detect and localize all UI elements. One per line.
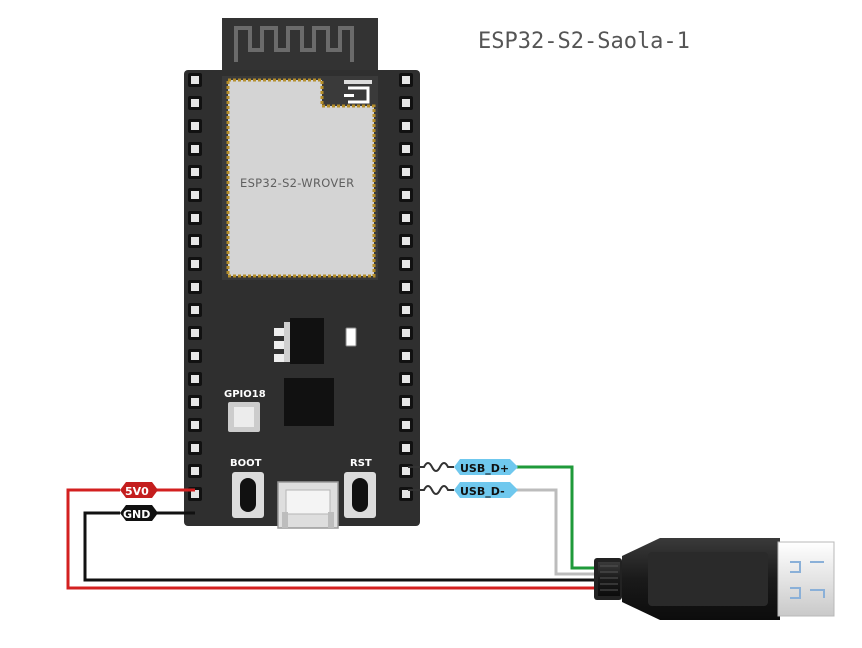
left-header-pin-pad <box>191 398 199 406</box>
right-header-pin-pad <box>402 375 410 383</box>
right-header-pin-pad <box>402 352 410 360</box>
d-plus-tag: USB_D+ <box>454 459 518 475</box>
d-minus-tag: USB_D- <box>454 482 518 498</box>
d-plus-tag-label: USB_D+ <box>460 462 509 475</box>
right-header-pin-pad <box>402 145 410 153</box>
module-label: ESP32-S2-WROVER <box>240 176 354 190</box>
espressif-logo-icon <box>344 80 372 104</box>
right-header-pin-pad <box>402 421 410 429</box>
wrover-module: ESP32-S2-WROVER <box>222 76 378 280</box>
right-header-pin-pad <box>402 168 410 176</box>
boot-label: BOOT <box>230 458 262 469</box>
wifi-antenna-icon <box>234 26 354 62</box>
vcc-tag: 5V0 <box>120 482 158 498</box>
rgb-led-lens <box>234 407 254 427</box>
right-header-pin-pad <box>402 122 410 130</box>
right-pin-header <box>399 73 413 501</box>
vcc-tag-label: 5V0 <box>125 485 149 498</box>
left-header-pin-pad <box>191 283 199 291</box>
left-header-pin-pad <box>191 306 199 314</box>
left-header-pin-pad <box>191 444 199 452</box>
right-header-pin-pad <box>402 76 410 84</box>
rst-button[interactable] <box>344 472 376 518</box>
right-header-pin-pad <box>402 329 410 337</box>
usb-uart-chip <box>284 378 334 426</box>
micro-usb-port <box>277 481 339 529</box>
gnd-wire <box>83 511 598 582</box>
d-minus-tag-label: USB_D- <box>460 485 505 498</box>
left-header-pin-pad <box>191 214 199 222</box>
d-minus-wire <box>516 488 598 576</box>
wires <box>66 462 598 590</box>
left-header-pin-pad <box>191 467 199 475</box>
left-header-pin-pad <box>191 99 199 107</box>
d-plus-wire <box>516 465 598 570</box>
right-header-pin-pad <box>402 283 410 291</box>
usb-cable-connector <box>594 538 835 620</box>
left-header-pin-pad <box>191 490 199 498</box>
right-header-pin-pad <box>402 467 410 475</box>
gnd-tag: GND <box>120 505 158 521</box>
right-header-pin-pad <box>402 490 410 498</box>
d-plus-squiggle <box>408 462 454 472</box>
left-header-pin-pad <box>191 145 199 153</box>
usb-symbol-icon <box>790 561 825 599</box>
right-header-pin-pad <box>402 237 410 245</box>
right-header-pin-pad <box>402 444 410 452</box>
rst-label: RST <box>350 458 372 469</box>
gpio18-label: GPIO18 <box>224 389 266 400</box>
d-minus-squiggle <box>408 485 454 495</box>
right-header-pin-pad <box>402 398 410 406</box>
left-header-pin-pad <box>191 260 199 268</box>
right-header-pin-pad <box>402 260 410 268</box>
left-header-pin-pad <box>191 352 199 360</box>
left-header-pin-pad <box>191 329 199 337</box>
boot-button[interactable] <box>232 472 264 518</box>
voltage-regulator <box>274 318 357 364</box>
right-header-pin-pad <box>402 191 410 199</box>
right-header-pin-pad <box>402 99 410 107</box>
left-header-pin-pad <box>191 76 199 84</box>
left-header-pin-pad <box>191 122 199 130</box>
gnd-tag-label: GND <box>123 508 150 521</box>
left-header-pin-pad <box>191 375 199 383</box>
left-header-pin-pad <box>191 168 199 176</box>
left-header-pin-pad <box>191 191 199 199</box>
antenna <box>222 18 378 76</box>
board-title: ESP32-S2-Saola-1 <box>478 29 690 54</box>
vcc-wire <box>66 488 598 590</box>
right-header-pin-pad <box>402 306 410 314</box>
left-header-pin-pad <box>191 421 199 429</box>
right-header-pin-pad <box>402 214 410 222</box>
left-header-pin-pad <box>191 237 199 245</box>
